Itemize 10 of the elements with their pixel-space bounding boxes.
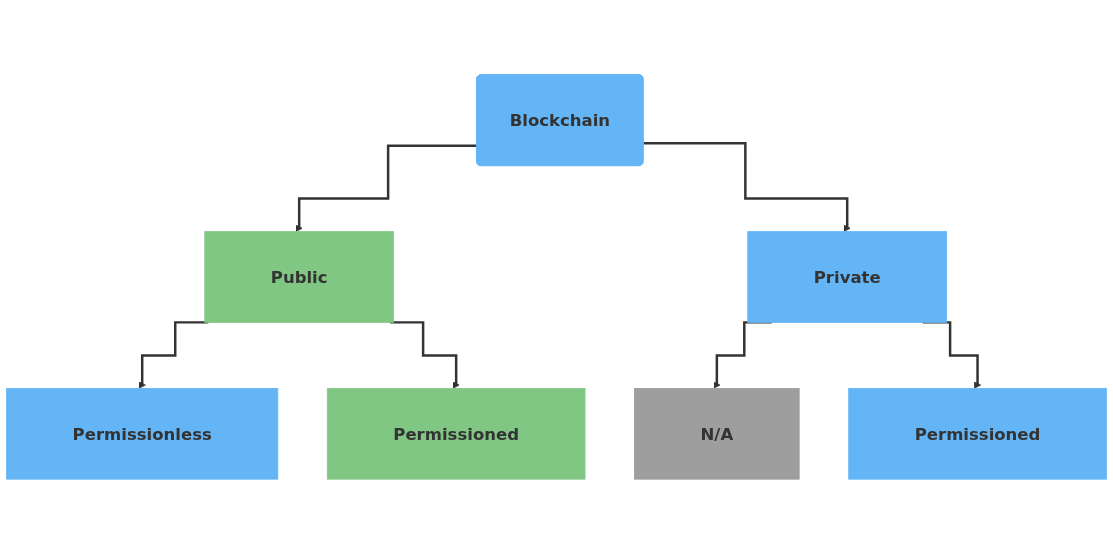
arrow	[138, 321, 209, 389]
node-box: Permissionless	[6, 388, 279, 480]
arrow	[643, 142, 851, 232]
node-box: Private	[747, 231, 948, 323]
node-box: Permissioned	[326, 388, 586, 480]
arrow	[295, 144, 478, 232]
node-box: Public	[204, 231, 394, 323]
node-box: Permissioned	[848, 388, 1107, 480]
node-box: N/A	[634, 388, 800, 480]
arrow	[390, 321, 460, 389]
